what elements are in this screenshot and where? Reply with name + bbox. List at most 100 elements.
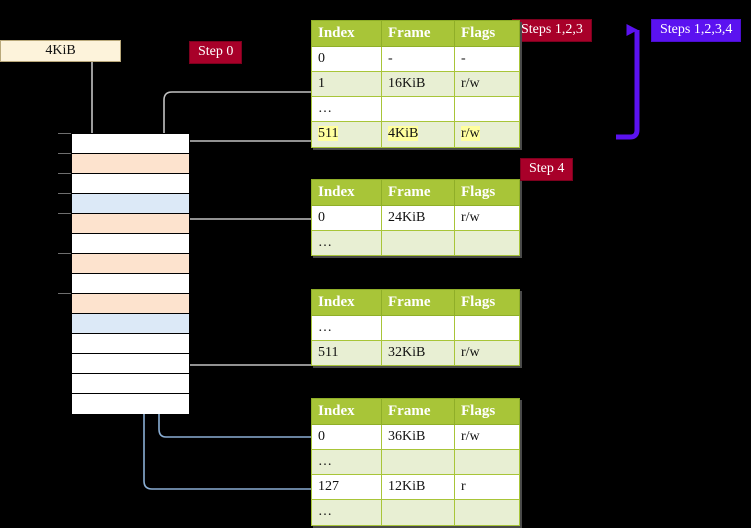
table-header-index: Index bbox=[311, 398, 382, 425]
table-header-frame: Frame bbox=[381, 20, 455, 47]
table-header-flags: Flags bbox=[454, 179, 520, 206]
grid-tick bbox=[58, 133, 71, 134]
memory-frame-row bbox=[72, 234, 189, 254]
memory-frame-row bbox=[72, 214, 189, 234]
table-header-frame: Frame bbox=[381, 398, 455, 425]
badge-steps-1234-label: Steps 1,2,3,4 bbox=[660, 22, 733, 37]
cell-frame bbox=[381, 229, 455, 257]
cell-flags bbox=[454, 448, 520, 476]
cell-frame bbox=[381, 314, 455, 341]
cell-frame bbox=[381, 499, 455, 526]
cell-flags bbox=[454, 499, 520, 526]
memory-frame-row bbox=[72, 354, 189, 374]
cell-index: 1 bbox=[311, 70, 382, 98]
memory-frame-row bbox=[72, 334, 189, 354]
table-header-flags: Flags bbox=[454, 398, 520, 425]
link-table3-row511-to-frame bbox=[171, 318, 311, 366]
cell-frame: 4KiB bbox=[381, 121, 455, 148]
cell-flags bbox=[454, 96, 520, 123]
grid-tick bbox=[58, 193, 71, 194]
cell-flags bbox=[454, 314, 520, 341]
cell-frame: - bbox=[381, 45, 455, 72]
cell-frame bbox=[381, 448, 455, 476]
cell-flags: r/w bbox=[454, 423, 520, 450]
cell-frame: 36KiB bbox=[381, 423, 455, 450]
table-row: … bbox=[311, 229, 520, 257]
violet-step-arrow bbox=[616, 24, 640, 140]
memory-size-label: 4KiB bbox=[45, 43, 76, 58]
cell-flags: - bbox=[454, 45, 520, 72]
table-row: … bbox=[311, 448, 520, 476]
cell-flags: r/w bbox=[454, 121, 520, 148]
badge-step-4-label: Step 4 bbox=[529, 161, 565, 176]
badge-step-0-label: Step 0 bbox=[198, 44, 234, 59]
cell-index: … bbox=[311, 448, 382, 476]
cell-flags: r/w bbox=[454, 70, 520, 98]
table-row: 0-- bbox=[311, 45, 520, 72]
memory-frame-row bbox=[72, 254, 189, 274]
grid-tick bbox=[58, 213, 71, 214]
table-header-frame: Frame bbox=[381, 289, 455, 316]
memory-frame-row bbox=[72, 154, 189, 174]
cell-index: … bbox=[311, 314, 382, 341]
cell-frame: 24KiB bbox=[381, 204, 455, 231]
table-row: … bbox=[311, 96, 520, 123]
cell-index: 511 bbox=[311, 339, 382, 367]
table-row: … bbox=[311, 499, 520, 526]
table-header-index: Index bbox=[311, 20, 382, 47]
grid-tick bbox=[58, 153, 71, 154]
badge-step-0: Step 0 bbox=[189, 41, 243, 64]
memory-frame-row bbox=[72, 194, 189, 214]
cell-flags bbox=[454, 229, 520, 257]
cell-index: 0 bbox=[311, 45, 382, 72]
table-header-index: Index bbox=[311, 289, 382, 316]
table-header-flags: Flags bbox=[454, 289, 520, 316]
cell-frame: 16KiB bbox=[381, 70, 455, 98]
memory-size-box: 4KiB bbox=[0, 40, 121, 62]
table-header-frame: Frame bbox=[381, 179, 455, 206]
grid-tick bbox=[58, 293, 71, 294]
cell-flags: r/w bbox=[454, 339, 520, 367]
memory-frame-row bbox=[72, 274, 189, 294]
cell-flags: r bbox=[454, 474, 520, 501]
cell-index: … bbox=[311, 499, 382, 526]
table-header-flags: Flags bbox=[454, 20, 520, 47]
cell-frame: 32KiB bbox=[381, 339, 455, 367]
memory-frame-row bbox=[72, 394, 189, 414]
link-table1-row511-to-frame bbox=[165, 140, 311, 213]
table-row: … bbox=[311, 314, 520, 341]
cell-index: 511 bbox=[311, 121, 382, 148]
memory-frame-row bbox=[72, 174, 189, 194]
link-table2-row0-to-frame bbox=[177, 218, 311, 266]
cell-frame: 12KiB bbox=[381, 474, 455, 501]
memory-frame-row bbox=[72, 134, 189, 154]
badge-steps-1234: Steps 1,2,3,4 bbox=[651, 19, 742, 42]
cell-index: 127 bbox=[311, 474, 382, 501]
memory-frame-row bbox=[72, 374, 189, 394]
grid-tick bbox=[58, 173, 71, 174]
physical-memory-grid bbox=[71, 133, 190, 414]
grid-tick bbox=[58, 253, 71, 254]
cell-flags: r/w bbox=[454, 204, 520, 231]
cell-frame bbox=[381, 96, 455, 123]
cell-index: … bbox=[311, 229, 382, 257]
badge-step-4: Step 4 bbox=[520, 158, 574, 181]
cell-index: 0 bbox=[311, 423, 382, 450]
memory-frame-row bbox=[72, 294, 189, 314]
badge-steps-123-label: Steps 1,2,3 bbox=[521, 22, 583, 37]
table-header-index: Index bbox=[311, 179, 382, 206]
cell-index: … bbox=[311, 96, 382, 123]
cell-index: 0 bbox=[311, 204, 382, 231]
memory-frame-row bbox=[72, 314, 189, 334]
